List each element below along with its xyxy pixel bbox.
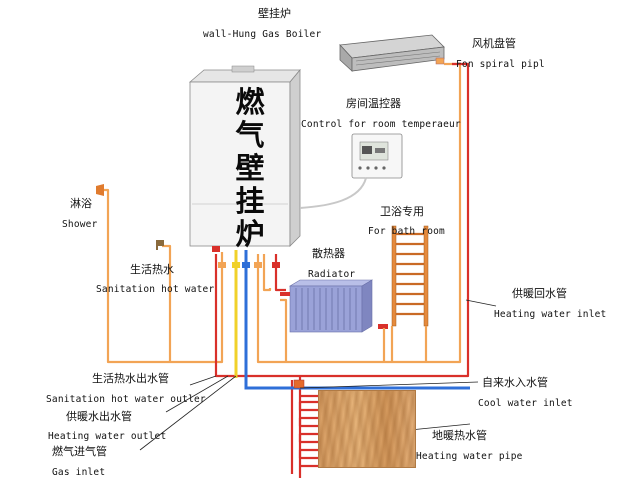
heating-return-label-en: Heating water inlet — [494, 309, 607, 320]
heating-return-label-zh: 供暖回水管 — [512, 287, 567, 300]
shower-label-en: Shower — [62, 219, 98, 230]
cool-water-pipe — [244, 250, 470, 390]
shower-label-zh: 淋浴 — [70, 197, 92, 210]
room-thermostat-label-zh: 房间温控器 — [346, 97, 401, 110]
leader-lines — [139, 299, 497, 451]
gas-inlet-label-en: Gas inlet — [52, 467, 106, 478]
bath-towel-radiator — [391, 225, 429, 327]
gas-inlet-label-zh: 燃气进气管 — [52, 445, 107, 458]
sanitation-hot-water-label-zh: 生活热水 — [130, 263, 174, 276]
sanitation-hot-water-label-en: Sanitation hot water — [96, 284, 215, 295]
cool-water-label-zh: 自来水入水管 — [482, 376, 548, 389]
wood-floor-panel — [318, 390, 416, 468]
floor-heating-label-en: Heating water pipe — [416, 451, 523, 462]
boiler-face-text: 燃气壁挂炉 — [235, 85, 265, 251]
heating-outlet-label-zh: 供暖水出水管 — [66, 410, 132, 423]
cool-water-label-en: Cool water inlet — [478, 398, 573, 409]
fan-coil-label-en: Fon spiral pipl — [456, 59, 545, 70]
radiator-label-zh: 散热器 — [312, 247, 345, 260]
panel-radiator — [280, 279, 388, 333]
gas-boiler-unit — [188, 65, 301, 247]
fan-coil-label-zh: 风机盘管 — [472, 37, 516, 50]
radiator-label-en: Radiator — [308, 269, 356, 280]
shower-head-icon — [96, 184, 104, 196]
sanitation-outlet-label-en: Sanitation hot water outler — [46, 394, 206, 405]
boiler-fittings — [212, 246, 305, 389]
fan-coil-unit — [339, 34, 445, 72]
bath-label-en: For bath room — [368, 226, 445, 237]
room-thermostat-device — [351, 133, 403, 179]
boiler-title-en: wall-Hung Gas Boiler — [203, 29, 322, 40]
room-thermostat-label-en: Control for room temperaeur — [301, 119, 461, 130]
floor-heating-label-zh: 地暖热水管 — [432, 429, 487, 442]
heating-outlet-label-en: Heating water outlet — [48, 431, 167, 442]
sanitation-outlet-label-zh: 生活热水出水管 — [92, 372, 169, 385]
bath-label-zh: 卫浴专用 — [380, 205, 424, 218]
boiler-title-zh: 壁挂炉 — [258, 7, 291, 20]
faucet-icon — [156, 240, 164, 250]
